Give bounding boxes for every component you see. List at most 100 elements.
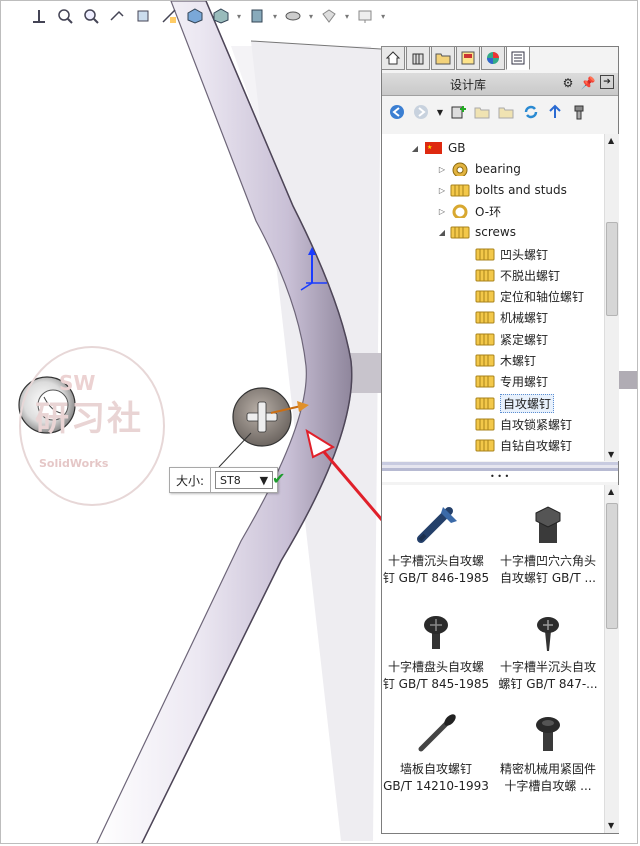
file-explorer-tab-icon[interactable]	[431, 46, 455, 70]
scroll-up-icon[interactable]: ▲	[608, 487, 615, 496]
design-library-tab-icon[interactable]	[506, 46, 530, 70]
expanded-icon[interactable]: ◢	[438, 227, 446, 237]
display-style-icon[interactable]	[211, 7, 231, 25]
library-item[interactable]: 十字槽凹穴六角头自攻螺钉 GB/T ...	[494, 501, 602, 587]
chevron-down-icon[interactable]: ▾	[381, 11, 386, 21]
add-to-library-icon[interactable]	[450, 103, 468, 121]
size-label: 大小:	[170, 468, 212, 492]
add-file-location-icon[interactable]	[474, 103, 492, 121]
tree-item[interactable]: 专用螺钉	[472, 371, 548, 391]
tree-item[interactable]: ◢ ★ GB	[410, 138, 466, 158]
confirm-check-icon[interactable]: ✔	[272, 469, 286, 488]
item-label-line2: 钉 GB/T 846-1985	[382, 571, 490, 585]
tree-item[interactable]: ▷ bearing	[437, 159, 521, 179]
panel-splitter[interactable]: • • •	[382, 462, 618, 482]
zoom-to-fit-icon[interactable]	[55, 7, 75, 25]
panel-title: 设计库	[450, 77, 487, 92]
library-item[interactable]: 十字槽半沉头自攻螺钉 GB/T 847-...	[494, 607, 602, 693]
library-item[interactable]: 十字槽盘头自攻螺钉 GB/T 845-1985	[382, 607, 490, 693]
precision-screw-icon	[494, 709, 602, 757]
view-orientation-icon[interactable]	[185, 7, 205, 25]
svg-text:★: ★	[427, 144, 432, 151]
tree-item[interactable]: 木螺钉	[472, 350, 536, 370]
expanded-icon[interactable]: ◢	[411, 143, 419, 153]
tree-item[interactable]: 紧定螺钉	[472, 329, 548, 349]
hide-show-items-icon[interactable]	[247, 7, 267, 25]
tree-item[interactable]: ◢ screws	[437, 222, 516, 242]
tree-item[interactable]: 自攻锁紧螺钉	[472, 414, 572, 434]
refresh-icon[interactable]	[522, 103, 540, 121]
view-palette-tab-icon[interactable]	[456, 46, 480, 70]
chevron-down-icon[interactable]: ▾	[237, 11, 242, 21]
tree-item[interactable]: 不脱出螺钉	[472, 265, 560, 285]
dynamic-annotation-icon[interactable]	[159, 7, 179, 25]
library-item[interactable]: 十字槽沉头自攻螺钉 GB/T 846-1985	[382, 501, 490, 587]
previous-view-icon[interactable]	[107, 7, 127, 25]
oring-icon	[452, 204, 468, 218]
collapsed-icon[interactable]: ▷	[438, 206, 446, 216]
edit-appearance-icon[interactable]	[283, 7, 303, 25]
chevron-down-icon[interactable]: ▼	[436, 107, 444, 117]
library-item[interactable]: 精密机械用紧固件十字槽自攻螺 ...	[494, 709, 602, 795]
home-tab-icon[interactable]	[381, 46, 405, 70]
section-view-icon[interactable]	[133, 7, 153, 25]
view-toolbar: ▾ ▾ ▾ ▾ ▾	[29, 3, 385, 29]
tree-item[interactable]: 机械螺钉	[472, 307, 548, 327]
folder-icon	[450, 226, 470, 239]
tree-item[interactable]: ▷bolts and studs	[437, 180, 567, 200]
size-popup: 大小: ST8 ▼	[169, 467, 279, 493]
grid-scrollbar[interactable]: ▲ ▼	[604, 485, 619, 833]
zoom-area-icon[interactable]	[81, 7, 101, 25]
tree-item[interactable]: 凹头螺钉	[472, 244, 548, 264]
apply-scene-icon[interactable]	[319, 7, 339, 25]
item-label-line2: 十字槽自攻螺 ...	[504, 779, 592, 793]
chevron-down-icon[interactable]: ▾	[345, 11, 350, 21]
tree-item[interactable]: 自攻螺钉	[472, 393, 555, 413]
tree-item[interactable]: ▷O-环	[437, 201, 501, 221]
tree-item[interactable]: 定位和轴位螺钉	[472, 286, 584, 306]
scroll-down-icon[interactable]: ▼	[608, 450, 615, 459]
folder-icon	[475, 333, 495, 346]
tree-item[interactable]: 自钻自攻螺钉	[472, 435, 572, 455]
watermark-sw: SW	[59, 371, 96, 395]
tree-scroll-thumb[interactable]	[606, 222, 618, 316]
item-label-line2: 螺钉 GB/T 847-...	[498, 677, 598, 691]
back-icon[interactable]	[388, 103, 406, 121]
up-level-icon[interactable]	[546, 103, 564, 121]
appearances-tab-icon[interactable]	[481, 46, 505, 70]
forward-icon[interactable]	[412, 103, 430, 121]
library-toolbar: ▼	[382, 99, 618, 125]
size-dropdown[interactable]: ST8 ▼	[215, 471, 274, 489]
watermark-circle	[19, 346, 165, 506]
tree-item-label: 定位和轴位螺钉	[500, 289, 585, 304]
collapsed-icon[interactable]: ▷	[438, 185, 446, 195]
drywall-screw-icon	[382, 709, 490, 757]
watermark-subtext: SolidWorks	[39, 457, 109, 470]
tree-item-label: bearing	[475, 162, 521, 176]
3d-content-tab-icon[interactable]	[406, 46, 430, 70]
chevron-down-icon[interactable]: ▾	[273, 11, 278, 21]
toolbox-icon[interactable]	[570, 103, 588, 121]
tree-item-label: 不脱出螺钉	[500, 268, 561, 283]
tree-scrollbar[interactable]: ▲ ▼	[604, 134, 619, 461]
triad-view-icon[interactable]	[29, 7, 49, 25]
folder-icon	[475, 375, 495, 388]
grid-scroll-thumb[interactable]	[606, 503, 618, 629]
chevron-down-icon: ▼	[259, 473, 269, 487]
scroll-up-icon[interactable]: ▲	[608, 136, 615, 145]
create-folder-icon[interactable]	[498, 103, 516, 121]
collapse-pane-icon[interactable]: ➔	[600, 75, 614, 89]
folder-icon	[475, 311, 495, 324]
tree-item-label: screws	[475, 225, 516, 239]
scroll-down-icon[interactable]: ▼	[608, 821, 615, 830]
chevron-down-icon[interactable]: ▾	[309, 11, 314, 21]
tree-item-label: 机械螺钉	[500, 310, 549, 325]
collapsed-icon[interactable]: ▷	[438, 164, 446, 174]
tree-item-label: GB	[448, 141, 466, 155]
tree-item-label: 专用螺钉	[500, 374, 549, 389]
gear-icon[interactable]: ⚙	[562, 76, 574, 90]
view-settings-icon[interactable]	[355, 7, 375, 25]
pin-icon[interactable]: 📌	[580, 76, 596, 90]
